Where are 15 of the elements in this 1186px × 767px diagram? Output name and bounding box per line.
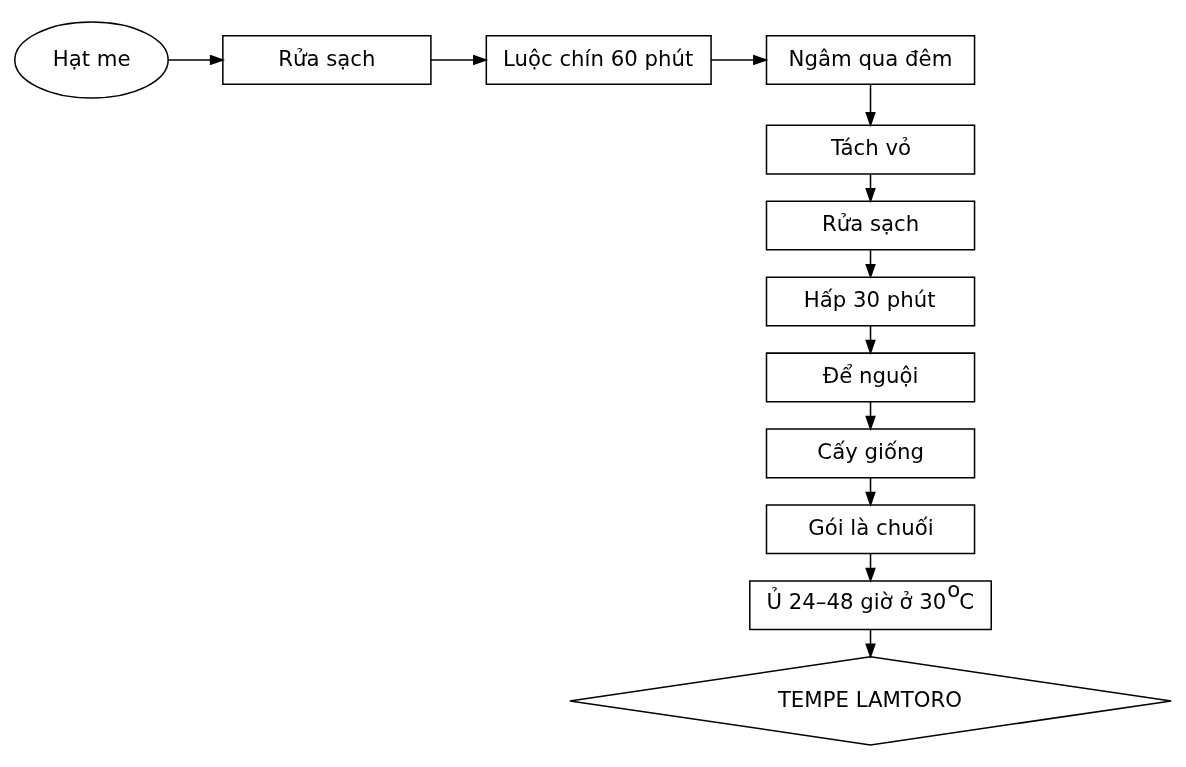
node-box: Rửa sạch <box>222 35 432 86</box>
node-box: Ngâm qua đêm <box>765 35 976 86</box>
arrow <box>710 54 769 66</box>
node-box: Hấp 30 phút <box>765 276 976 327</box>
arrow <box>430 54 489 66</box>
node-box: Luộc chín 60 phút <box>485 35 712 86</box>
node-box: Để nguội <box>765 352 976 403</box>
node-ellipse: Hạt me <box>14 21 169 99</box>
node-box: Tách vỏ <box>765 124 976 175</box>
node-diamond: TEMPE LAMTORO <box>569 656 1172 746</box>
arrow <box>865 84 876 128</box>
node-box: Rửa sạch <box>765 200 976 251</box>
node-box: Gói là chuối <box>765 504 976 555</box>
node-box: Cấy giống <box>765 428 976 479</box>
arrow <box>167 54 226 66</box>
